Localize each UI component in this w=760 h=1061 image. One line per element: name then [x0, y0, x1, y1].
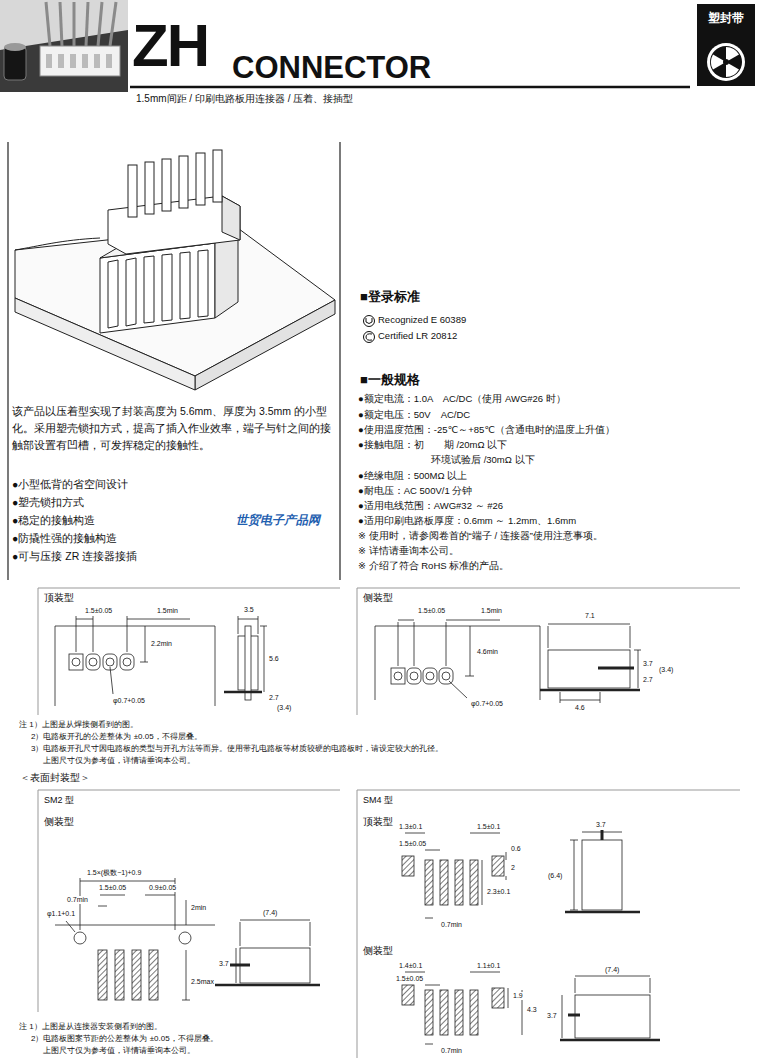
text-label: ※ 介绍了符合 RoHS 标准的产品。 — [358, 561, 509, 572]
dimension-label: 2.5max — [190, 978, 215, 986]
text-label: 上图尺寸仅为参考值，详情请垂询本公司。 — [42, 1046, 196, 1055]
text-label: ●稳定的接触构造 — [12, 514, 95, 526]
text-label: Certified LR 20812 — [378, 331, 457, 342]
dimension-label: 0.7min — [440, 921, 463, 929]
text-label: ※ 使用时，请参阅卷首的“端子 / 连接器”使用注意事项。 — [358, 531, 603, 542]
dimension-label: 1.3±0.1 — [398, 823, 423, 831]
dimension-label: 3.7 — [218, 960, 230, 968]
dimension-label: 1.4±0.1 — [398, 962, 423, 970]
title-heading: ZH — [132, 16, 208, 76]
dimension-label: (7.4) — [262, 909, 278, 917]
dimension-label: φ0.7+0.05 — [112, 697, 146, 705]
text-label: ●塑壳锁扣方式 — [12, 496, 84, 508]
header-rule — [130, 86, 690, 89]
dimension-label: 3.7 — [546, 1012, 558, 1020]
text-label: ●使用温度范围：-25℃～+85℃（含通电时的温度上升值） — [358, 425, 615, 436]
text-label: ■登录标准 — [360, 290, 420, 305]
dimension-label: φ1.1+0.1 — [46, 910, 76, 918]
text-label: 世贸电子产品网 — [236, 514, 320, 528]
connector-illustration — [15, 150, 335, 390]
dimension-label: 0.9±0.05 — [148, 884, 177, 892]
dimension-label: 0.7min — [440, 1047, 463, 1055]
dimension-label: 4.6min — [476, 648, 499, 656]
dimension-label: (3.4) — [658, 666, 674, 674]
text-label: 侧装型 — [363, 945, 393, 957]
text-label: ●小型低背的省空间设计 — [12, 478, 128, 490]
dimension-label: 3）电路板开孔尺寸因电路板的类型与开孔方法等而异。使用带孔电路板等材质较硬的电路… — [30, 744, 444, 753]
text-label: ●接触电阻：初 期 /20mΩ 以下 — [358, 440, 507, 451]
dimension-label: (7.4) — [604, 966, 620, 974]
text-label: ●绝缘电阻：500MΩ 以上 — [358, 471, 467, 482]
dimension-label: 4.6 — [574, 704, 586, 712]
dimension-label: 1.5±0.05 — [84, 607, 113, 615]
text-label: ●适用印刷电路板厚度：0.6mm ～ 1.2mm、1.6mm — [358, 516, 576, 527]
text-label: ※ 详情请垂询本公司。 — [358, 546, 459, 557]
dimension-label: 2.3±0.1 — [486, 888, 511, 896]
dimension-label: (6.4) — [547, 872, 563, 880]
section-rule — [7, 142, 8, 580]
dimension-label: 1.5min — [156, 607, 179, 615]
dimension-label: 1.5±0.05 — [395, 975, 424, 983]
dimension-label: 0.6 — [510, 845, 522, 853]
dimension-label: φ0.7+0.05 — [470, 700, 504, 708]
text-label: ●防撬性强的接触构造 — [12, 532, 117, 544]
badge-ground — [697, 4, 755, 86]
section-frame — [38, 588, 740, 1058]
reel-symbol — [707, 43, 745, 81]
dimension-label: 2min — [190, 904, 207, 912]
dimension-label: 2 — [510, 864, 516, 872]
text-label: ●耐电压：AC 500V/1 分钟 — [358, 486, 472, 497]
text-label: Recognized E 60389 — [378, 315, 466, 326]
dimension-label: 1.5×(极数−1)+0.9 — [86, 869, 142, 877]
dimension-label: 1.1±0.1 — [476, 962, 501, 970]
text-label: ■一般规格 — [360, 373, 420, 388]
dimension-label: 1.5±0.1 — [476, 823, 501, 831]
dimension-label: 1.5±0.05 — [98, 884, 127, 892]
text-label: 注 1）上图是从焊接侧看到的图。 — [18, 720, 139, 729]
dimension-label: 3.7 — [595, 821, 607, 829]
text-label: 侧装型 — [363, 592, 393, 604]
text-label: ●适用电线范围：AWG#32 ～ #26 — [358, 501, 503, 512]
dimension-label: 2.2min — [150, 640, 173, 648]
dimension-label: 4.3 — [526, 1006, 538, 1014]
dimension-label: 3.7 — [642, 660, 654, 668]
product-photo — [0, 0, 128, 92]
dimension-label: 1.9 — [512, 992, 524, 1000]
text-label: ●可与压接 ZR 连接器接插 — [12, 550, 137, 562]
text-label: 顶装型 — [363, 816, 393, 828]
section-rule — [339, 142, 340, 580]
badge-box: 塑封带 — [697, 4, 755, 86]
dimension-drawing — [55, 616, 660, 1044]
dimension-label: 3.5 — [243, 606, 255, 614]
dimension-label: 2.7 — [268, 694, 280, 702]
text-label: CONNECTOR — [232, 50, 431, 86]
text-label: SM2 型 — [44, 795, 74, 805]
text-label: 注 1）上图是从连接器安装侧看到的图。 — [18, 1022, 163, 1031]
dimension-label: 1.5±0.05 — [417, 607, 446, 615]
dimension-label: 7.1 — [584, 612, 596, 620]
dimension-label: 1.5±0.05 — [398, 840, 427, 848]
badge-label: 塑封带 — [697, 4, 755, 27]
dimension-label: 5.6 — [268, 655, 280, 663]
text-label: 上图尺寸仅为参考值，详情请垂询本公司。 — [42, 756, 196, 765]
text-label: 侧装型 — [44, 816, 74, 828]
dimension-label: 2）电路板开孔的公差整体为 ±0.05，不得层叠。 — [30, 732, 203, 741]
certification-mark — [364, 316, 375, 343]
text-label: 环境试验后 /30mΩ 以下 — [431, 455, 535, 466]
dimension-label: 1.5mm间距 / 印刷电路板用连接器 / 压着、接插型 — [136, 93, 353, 105]
dimension-label: 1.5min — [480, 607, 503, 615]
text-label: 顶装型 — [44, 592, 74, 604]
dimension-label: 2.7 — [642, 676, 654, 684]
dimension-label: 0.7min — [66, 896, 89, 904]
dimension-label: (3.4) — [276, 704, 292, 712]
text-label: ＜表面封装型＞ — [20, 772, 90, 784]
text-label: SM4 型 — [363, 795, 393, 805]
text-label: ●额定电流：1.0A AC/DC（使用 AWG#26 时） — [358, 394, 566, 405]
text-label: 该产品以压着型实现了封装高度为 5.6mm、厚度为 3.5mm 的小型化。采用塑… — [12, 403, 334, 454]
dimension-label: 2）电路板图案节距的公差整体为 ±0.05，不得层叠。 — [30, 1034, 219, 1043]
text-label: ●额定电压：50V AC/DC — [358, 410, 470, 421]
